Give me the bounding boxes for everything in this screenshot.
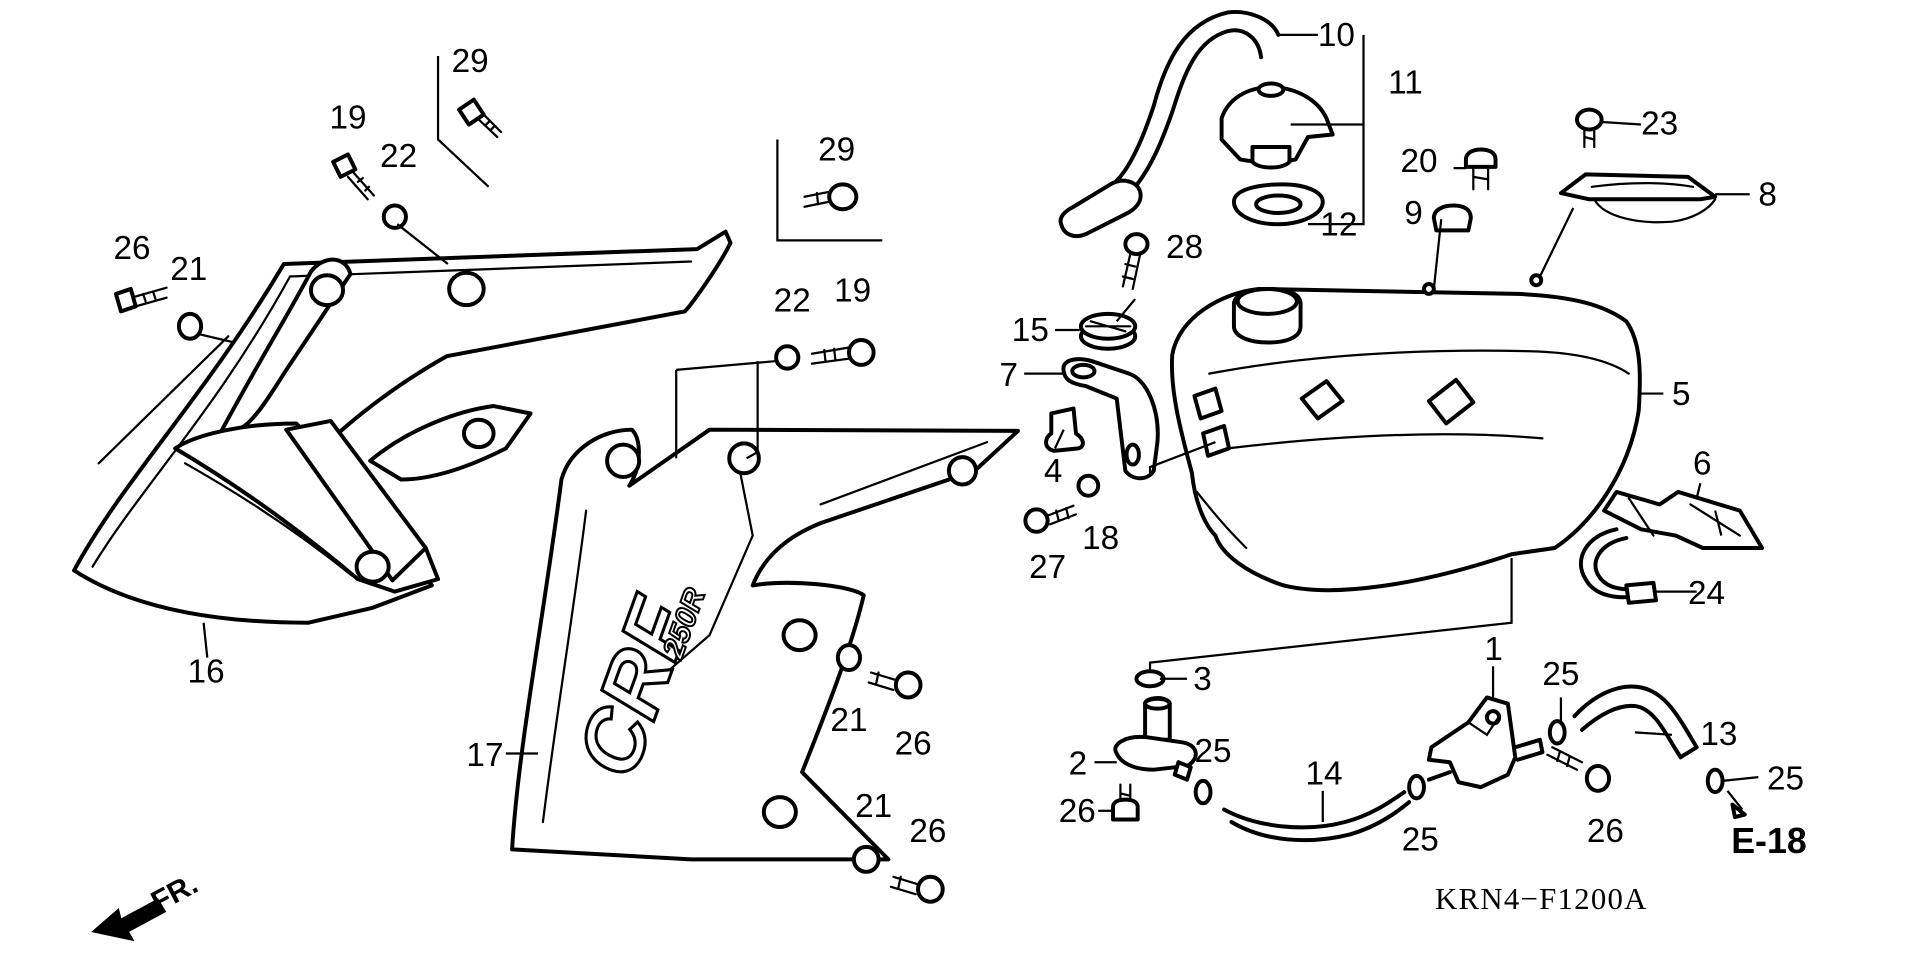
callout-11: 11	[1388, 64, 1423, 101]
callout-22-a: 22	[380, 138, 417, 175]
joint-2	[1113, 696, 1198, 782]
clip-25-a	[1193, 778, 1213, 806]
collar-18	[1076, 473, 1101, 498]
collar-21-b	[835, 643, 863, 673]
strap-8	[1558, 172, 1718, 224]
callout-21-c: 21	[855, 788, 892, 825]
bolt-19-b	[810, 338, 876, 367]
callout-17: 17	[466, 737, 503, 774]
callout-14: 14	[1306, 756, 1343, 793]
clip-25-c	[1547, 719, 1567, 746]
callout-21-b: 21	[830, 702, 867, 739]
bolt-26-c	[889, 874, 945, 904]
callout-26-e: 26	[1587, 813, 1624, 850]
bolt-26-b	[867, 670, 923, 700]
callout-12: 12	[1320, 206, 1357, 243]
washer-3	[1134, 669, 1166, 689]
callout-3: 3	[1193, 661, 1212, 698]
front-direction-arrow-icon	[91, 898, 167, 942]
bolt-27	[1023, 504, 1078, 534]
callout-16: 16	[188, 653, 225, 690]
callout-24: 24	[1688, 575, 1725, 612]
bolt-26-d	[1111, 783, 1140, 822]
callout-25-b: 25	[1402, 822, 1439, 859]
callout-20: 20	[1401, 143, 1438, 180]
drawing-code: KRN4−F1200A	[1435, 881, 1648, 916]
callout-6: 6	[1693, 445, 1712, 482]
callout-18: 18	[1082, 520, 1119, 557]
collar-22-b	[774, 344, 801, 371]
collar-21-a	[176, 311, 204, 341]
callout-labels: 1 2 3 4 5 6 7 8 9 10 11 12 13 14 15 16 1…	[114, 17, 1805, 859]
holder-6	[1602, 489, 1765, 550]
right-shroud-17: CRF 250R	[510, 427, 1020, 862]
callout-19-b: 19	[834, 272, 871, 309]
fuel-cap-assembly	[1058, 9, 1335, 239]
bolt-19-a	[331, 152, 375, 201]
callout-26-a: 26	[114, 230, 151, 267]
callout-8: 8	[1758, 176, 1777, 213]
fasteners	[114, 97, 1765, 904]
callout-29-a: 29	[452, 43, 489, 80]
callout-26-d: 26	[1059, 793, 1096, 830]
callout-15: 15	[1012, 312, 1049, 349]
callout-13: 13	[1700, 716, 1737, 753]
callout-25-d: 25	[1767, 760, 1804, 797]
callout-19-a: 19	[329, 99, 366, 136]
callout-25-c: 25	[1542, 656, 1579, 693]
callout-7: 7	[999, 357, 1018, 394]
callout-29-b: 29	[818, 132, 855, 169]
bolt-28	[1121, 232, 1150, 291]
bolt-29-a	[457, 97, 503, 139]
bolt-23	[1574, 107, 1604, 149]
hose-13	[1572, 684, 1699, 760]
collar-22-a	[381, 203, 408, 230]
reference-e18: E-18	[1731, 820, 1807, 861]
callout-1: 1	[1484, 631, 1503, 668]
callout-5: 5	[1672, 376, 1691, 413]
callout-26-c: 26	[909, 813, 946, 850]
callout-21-a: 21	[170, 251, 207, 288]
grommet-15	[1078, 311, 1138, 351]
bolt-20	[1463, 147, 1498, 191]
fuel-tube-14	[1222, 790, 1412, 843]
callout-25-a: 25	[1194, 733, 1231, 770]
fuel-tank-5	[1169, 273, 1642, 593]
cap-9	[1431, 203, 1473, 233]
bolt-26-a	[114, 286, 168, 314]
leader-lines	[197, 33, 1759, 822]
collar-21-c	[851, 844, 881, 874]
bolt-26-e	[1546, 746, 1612, 793]
bracket-7	[1061, 357, 1160, 481]
clip-25-b	[1407, 773, 1426, 801]
bolt-29-b	[803, 182, 859, 212]
callout-26-b: 26	[895, 726, 932, 763]
clip-25-d	[1705, 767, 1725, 795]
fuel-valve-1	[1426, 695, 1545, 790]
strap-24	[1579, 527, 1658, 605]
callout-10: 10	[1318, 17, 1355, 54]
left-shroud-16	[72, 229, 733, 625]
callout-28: 28	[1166, 229, 1203, 266]
callout-2: 2	[1069, 746, 1088, 783]
callout-22-b: 22	[774, 282, 811, 319]
callout-23: 23	[1641, 105, 1678, 142]
damper-4	[1044, 406, 1085, 453]
callout-9: 9	[1404, 195, 1423, 232]
callout-4: 4	[1044, 453, 1063, 490]
callout-27: 27	[1029, 549, 1066, 586]
